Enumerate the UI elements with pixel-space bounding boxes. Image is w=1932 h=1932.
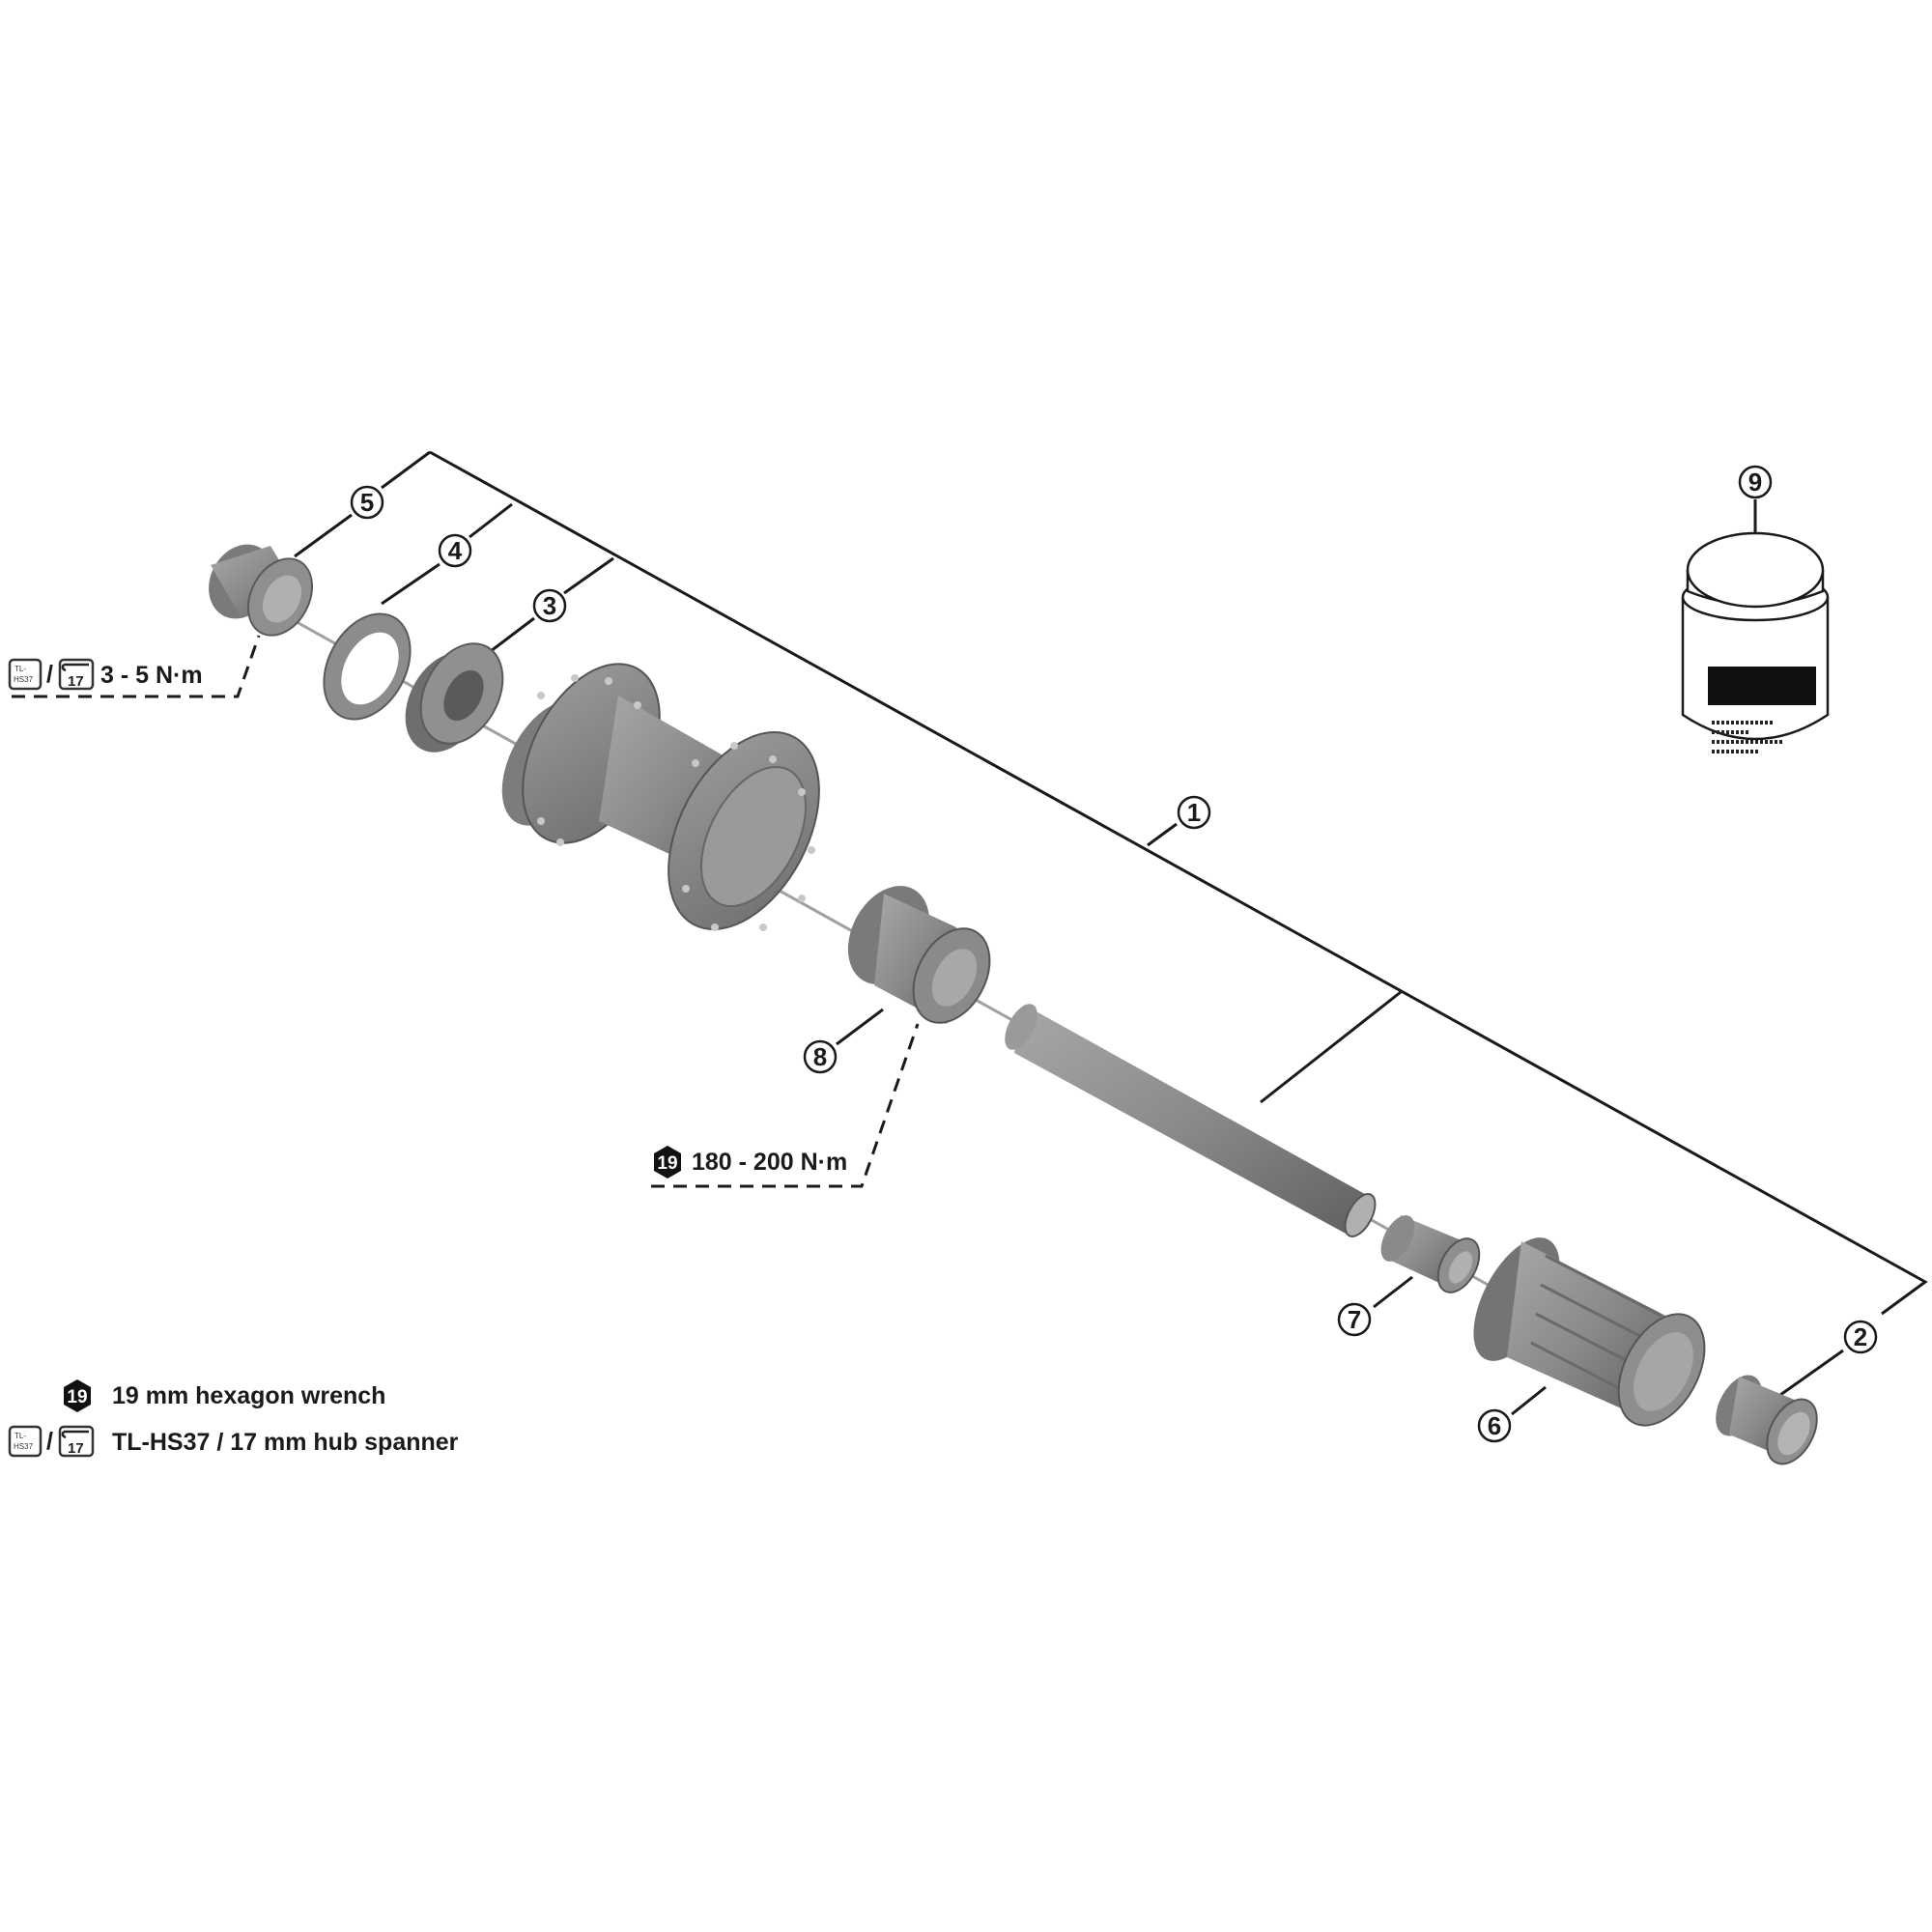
hex-wrench-19-icon: 19 bbox=[654, 1146, 681, 1179]
callout-6: 6 bbox=[1477, 1408, 1512, 1443]
part-5-lock-nut[interactable] bbox=[196, 533, 325, 647]
callout-7: 7 bbox=[1337, 1302, 1372, 1337]
callout-3: 3 bbox=[532, 588, 567, 623]
part-9-grease-jar[interactable] bbox=[1681, 531, 1830, 753]
svg-text:1: 1 bbox=[1187, 798, 1201, 827]
svg-text:7: 7 bbox=[1348, 1305, 1361, 1334]
svg-text:HS37: HS37 bbox=[14, 1442, 34, 1451]
axle[interactable] bbox=[998, 999, 1381, 1241]
callout-2: 2 bbox=[1843, 1320, 1878, 1354]
torque-note-freehub: 19 180 - 200 N·m bbox=[654, 1146, 847, 1179]
assembly-bracket bbox=[294, 450, 1928, 1416]
svg-text:5: 5 bbox=[360, 488, 374, 517]
part-2-right-lock-nut[interactable] bbox=[1706, 1368, 1827, 1473]
svg-text:180 - 200 N·m: 180 - 200 N·m bbox=[692, 1149, 847, 1176]
tl-hs37-tool-icon: TL- HS37 bbox=[8, 658, 43, 691]
callout-8: 8 bbox=[803, 1039, 838, 1074]
svg-text:HS37: HS37 bbox=[14, 675, 34, 684]
torque-note-lock-nut: TL- HS37 / 17 3 - 5 N·m bbox=[8, 658, 203, 691]
svg-text:/: / bbox=[46, 1428, 53, 1455]
callout-9: 9 bbox=[1738, 465, 1773, 499]
svg-text:3: 3 bbox=[543, 591, 556, 620]
svg-text:3 - 5 N·m: 3 - 5 N·m bbox=[100, 662, 203, 689]
callout-1: 1 bbox=[1177, 795, 1211, 830]
legend: 19 19 mm hexagon wrench TL- HS37 / 17 TL… bbox=[8, 1379, 459, 1458]
svg-text:19: 19 bbox=[657, 1153, 677, 1174]
legend-hex-wrench-icon: 19 bbox=[64, 1379, 91, 1412]
part-7-spacer[interactable] bbox=[1374, 1209, 1488, 1298]
part-4-washer[interactable] bbox=[306, 599, 427, 734]
svg-text:17: 17 bbox=[68, 673, 84, 690]
svg-text:9: 9 bbox=[1748, 468, 1762, 497]
svg-text:TL-: TL- bbox=[14, 665, 26, 673]
svg-text:/: / bbox=[46, 661, 53, 688]
legend-tl-hs37-icon: TL- HS37 bbox=[8, 1425, 43, 1458]
svg-text:19: 19 bbox=[67, 1387, 87, 1407]
legend-hub-spanner-icon: 17 bbox=[58, 1425, 95, 1458]
callout-4: 4 bbox=[438, 533, 472, 568]
svg-text:8: 8 bbox=[813, 1042, 827, 1071]
svg-text:TL-: TL- bbox=[14, 1432, 26, 1440]
hub-shell[interactable] bbox=[483, 641, 850, 955]
part-3-seal[interactable] bbox=[389, 630, 520, 767]
svg-text:19 mm hexagon wrench: 19 mm hexagon wrench bbox=[112, 1382, 385, 1409]
svg-text:TL-HS37 / 17 mm hub spanner: TL-HS37 / 17 mm hub spanner bbox=[112, 1429, 459, 1456]
svg-text:2: 2 bbox=[1854, 1322, 1867, 1351]
callout-5: 5 bbox=[350, 485, 384, 520]
torque-leaders bbox=[12, 635, 920, 1188]
svg-text:17: 17 bbox=[68, 1440, 84, 1457]
part-8-freehub-nut[interactable] bbox=[832, 871, 1005, 1036]
hub-spanner-17-icon: 17 bbox=[58, 658, 95, 691]
part-6-freehub-body[interactable] bbox=[1456, 1224, 1722, 1439]
svg-text:4: 4 bbox=[448, 536, 463, 565]
svg-text:6: 6 bbox=[1488, 1411, 1501, 1440]
